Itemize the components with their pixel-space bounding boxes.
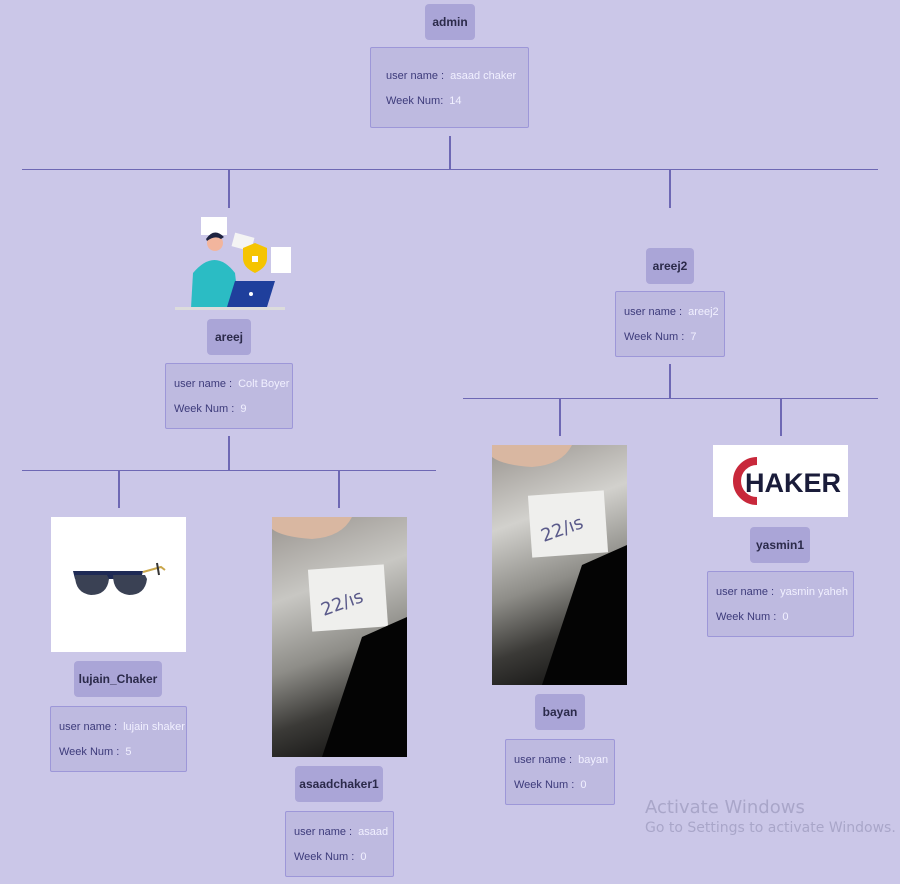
user-name-value: Colt Boyer <box>238 378 290 390</box>
week-num-label: Week Num : <box>59 746 120 758</box>
week-num-value: 0 <box>360 851 367 863</box>
user-name-value: yasmin yaheh <box>780 586 848 598</box>
sunglasses-photo <box>51 517 186 652</box>
node-title-asaadchaker1[interactable]: asaadchaker1 <box>295 766 383 802</box>
node-info-yasmin1[interactable]: user name : yasmin yaheh Week Num : 0 <box>707 571 854 637</box>
week-num-value: 9 <box>240 403 247 415</box>
week-num-label: Week Num: <box>386 95 444 107</box>
coin-bag-photo: 22/ıs <box>492 445 627 685</box>
user-name-label: user name : <box>59 721 118 733</box>
user-name-label: user name : <box>716 586 775 598</box>
connector <box>118 471 120 508</box>
node-info-areej[interactable]: user name : Colt Boyer Week Num : 9 <box>165 363 293 429</box>
connector <box>22 169 878 170</box>
user-name-label: user name : <box>294 826 353 838</box>
node-title-areej[interactable]: areej <box>207 319 251 355</box>
connector <box>228 436 230 471</box>
user-name-label: user name : <box>514 754 573 766</box>
user-name-value: areej2 <box>688 306 719 318</box>
watermark-line2: Go to Settings to activate Windows. <box>645 820 896 836</box>
connector <box>669 170 671 208</box>
connector <box>669 364 671 399</box>
user-name-value: asaad <box>358 826 389 838</box>
logo-text: HAKER <box>745 468 841 498</box>
coin-bag-photo: 22/ıs <box>272 517 407 757</box>
node-info-areej2[interactable]: user name : areej2 Week Num : 7 <box>615 291 725 357</box>
user-name-value: bayan <box>578 754 609 766</box>
week-num-label: Week Num : <box>174 403 235 415</box>
node-title-lujain[interactable]: lujain_Chaker <box>74 661 162 697</box>
node-info-asaadchaker1[interactable]: user name : asaad Week Num : 0 <box>285 811 394 877</box>
week-num-label: Week Num : <box>716 611 777 623</box>
week-num-label: Week Num : <box>624 331 685 343</box>
week-num-label: Week Num : <box>514 779 575 791</box>
node-title-yasmin1[interactable]: yasmin1 <box>750 527 810 563</box>
connector <box>228 170 230 208</box>
week-num-value: 5 <box>125 746 132 758</box>
connector <box>780 399 782 436</box>
developer-illustration <box>175 217 291 310</box>
chaker-logo: HAKER <box>713 445 848 517</box>
connector <box>449 136 451 170</box>
node-title-admin[interactable]: admin <box>425 4 475 40</box>
week-num-value: 7 <box>690 331 697 343</box>
watermark-line1: Activate Windows <box>645 797 805 818</box>
node-info-lujain[interactable]: user name : lujain shaker Week Num : 5 <box>50 706 187 772</box>
week-num-value: 14 <box>449 95 462 107</box>
node-info-admin[interactable]: user name : asaad chaker Week Num: 14 <box>370 47 529 128</box>
connector <box>559 399 561 436</box>
user-name-label: user name : <box>174 378 233 390</box>
user-name-value: asaad chaker <box>450 70 517 82</box>
node-info-bayan[interactable]: user name : bayan Week Num : 0 <box>505 739 615 805</box>
user-name-value: lujain shaker <box>123 721 185 733</box>
connector <box>22 470 436 471</box>
connector <box>338 471 340 508</box>
week-num-value: 0 <box>580 779 587 791</box>
node-title-bayan[interactable]: bayan <box>535 694 585 730</box>
windows-activation-watermark: Activate Windows Go to Settings to activ… <box>645 797 896 836</box>
user-name-label: user name : <box>386 70 445 82</box>
connector <box>463 398 878 399</box>
week-num-label: Week Num : <box>294 851 355 863</box>
user-name-label: user name : <box>624 306 683 318</box>
node-title-areej2[interactable]: areej2 <box>646 248 694 284</box>
week-num-value: 0 <box>782 611 789 623</box>
